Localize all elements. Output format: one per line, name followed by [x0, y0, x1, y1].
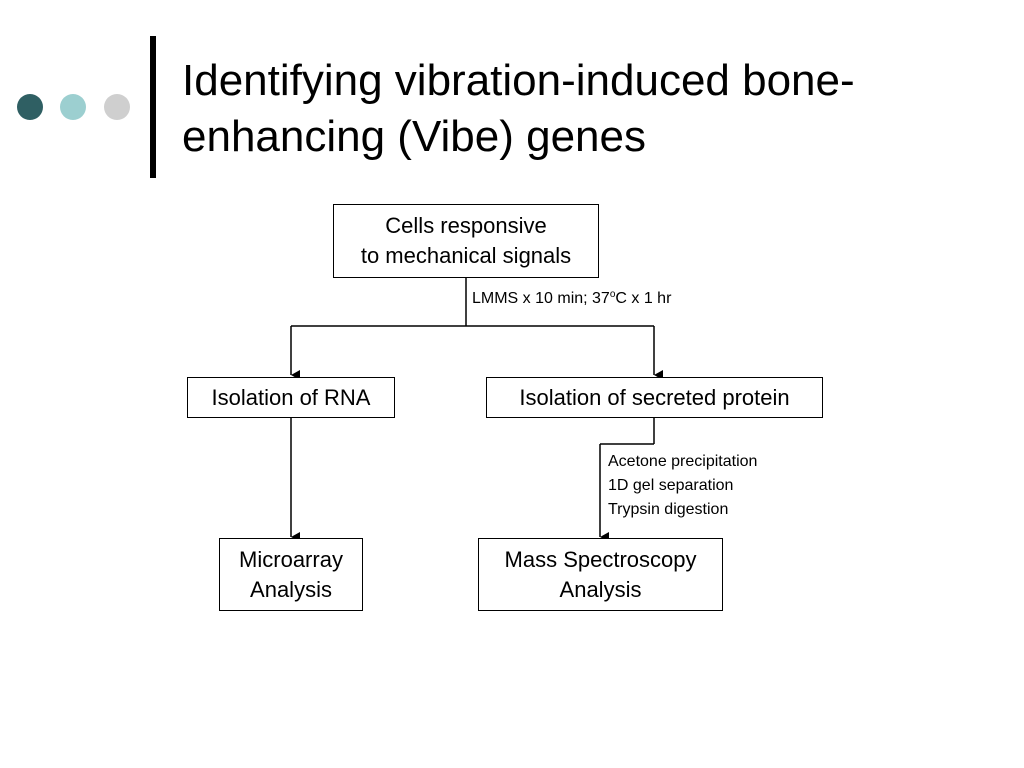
protein-step-3: Trypsin digestion [608, 501, 729, 518]
treatment-label-text: LMMS x 10 min; 37oC x 1 hr [472, 287, 671, 311]
dark-teal-dot-icon [17, 94, 43, 120]
protein-step-1: Acetone precipitation [608, 453, 758, 470]
title-divider [150, 36, 156, 178]
slide-title-line-2: enhancing (Vibe) genes [182, 112, 646, 161]
isolation-rna-box: Isolation of RNA [187, 377, 395, 418]
slide-title: Identifying vibration-induced bone- enha… [182, 53, 982, 165]
isolation-rna-label: Isolation of RNA [211, 384, 371, 410]
isolation-protein-label: Isolation of secreted protein [519, 384, 790, 410]
cells-responsive-line-2: to mechanical signals [360, 243, 572, 268]
treatment-superscript: o [609, 289, 616, 300]
microarray-line-1: Microarray [239, 546, 343, 572]
cells-responsive-box: Cells responsive to mechanical signals [333, 204, 599, 278]
microarray-box: Microarray Analysis [219, 538, 363, 611]
treatment-label: LMMS x 10 min; 37oC x 1 hr [472, 287, 671, 311]
light-gray-dot-icon [104, 94, 130, 120]
slide-title-line-1: Identifying vibration-induced bone- [182, 56, 855, 105]
treatment-suffix: C x 1 hr [615, 290, 672, 307]
mass-spec-line-2: Analysis [559, 576, 642, 602]
cells-responsive-line-1: Cells responsive [385, 213, 547, 238]
mass-spec-line-1: Mass Spectroscopy [504, 546, 697, 572]
treatment-prefix: LMMS x 10 min; 37 [472, 290, 610, 307]
protein-step-2: 1D gel separation [608, 477, 734, 494]
microarray-line-2: Analysis [250, 576, 332, 602]
protein-steps: Acetone precipitation 1D gel separation … [608, 450, 757, 522]
light-teal-dot-icon [60, 94, 86, 120]
mass-spec-box: Mass Spectroscopy Analysis [478, 538, 723, 611]
isolation-protein-box: Isolation of secreted protein [486, 377, 823, 418]
